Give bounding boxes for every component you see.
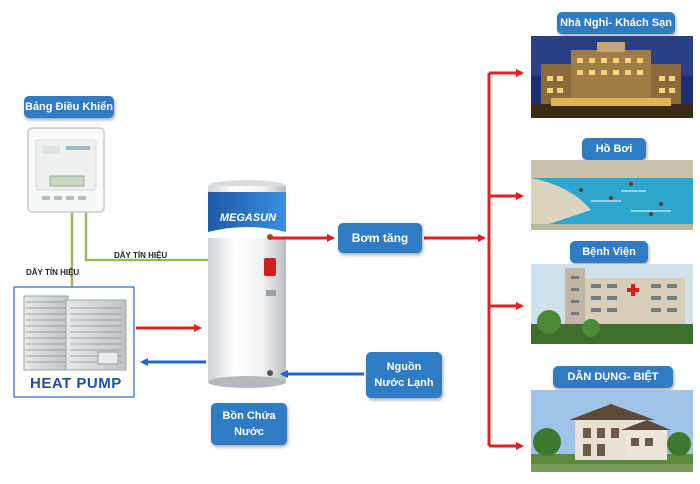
control-panel-device — [27, 127, 105, 213]
signal-wire-label-1: DÂY TÍN HIỆU — [114, 251, 168, 260]
destination-label-hospital: Bệnh Viện — [570, 241, 648, 263]
cold-water-source-label: Nguồn Nước Lạnh — [366, 352, 442, 398]
hot-water-pipes — [136, 69, 524, 450]
signal-wire-label-2: DÂY TÍN HIỆU — [26, 268, 80, 277]
tank-brand: MEGASUN — [216, 208, 280, 226]
destination-label-residential: DÂN DỤNG- BIỆT — [553, 366, 673, 388]
villa-photo — [531, 390, 693, 472]
heat-pump-units — [13, 286, 135, 398]
brand-text: MEGASUN — [219, 212, 277, 224]
tank-label: Bồn Chứa Nước — [211, 403, 287, 445]
cold-water-pipes — [140, 358, 364, 378]
water-tank — [208, 180, 286, 388]
pool-photo — [531, 160, 693, 230]
heat-pump-label: HEAT PUMP — [30, 375, 122, 392]
booster-pump-label: Bơm tăng — [338, 223, 422, 253]
signal-wires — [70, 212, 210, 287]
destination-label-pool: Hồ Bơi — [582, 138, 646, 160]
destination-label-hotel: Nhà Nghỉ- Khách Sạn — [557, 12, 675, 34]
hotel-photo — [531, 36, 693, 118]
hospital-photo — [531, 264, 693, 344]
control-panel-label: Bảng Điều Khiển — [24, 96, 114, 118]
